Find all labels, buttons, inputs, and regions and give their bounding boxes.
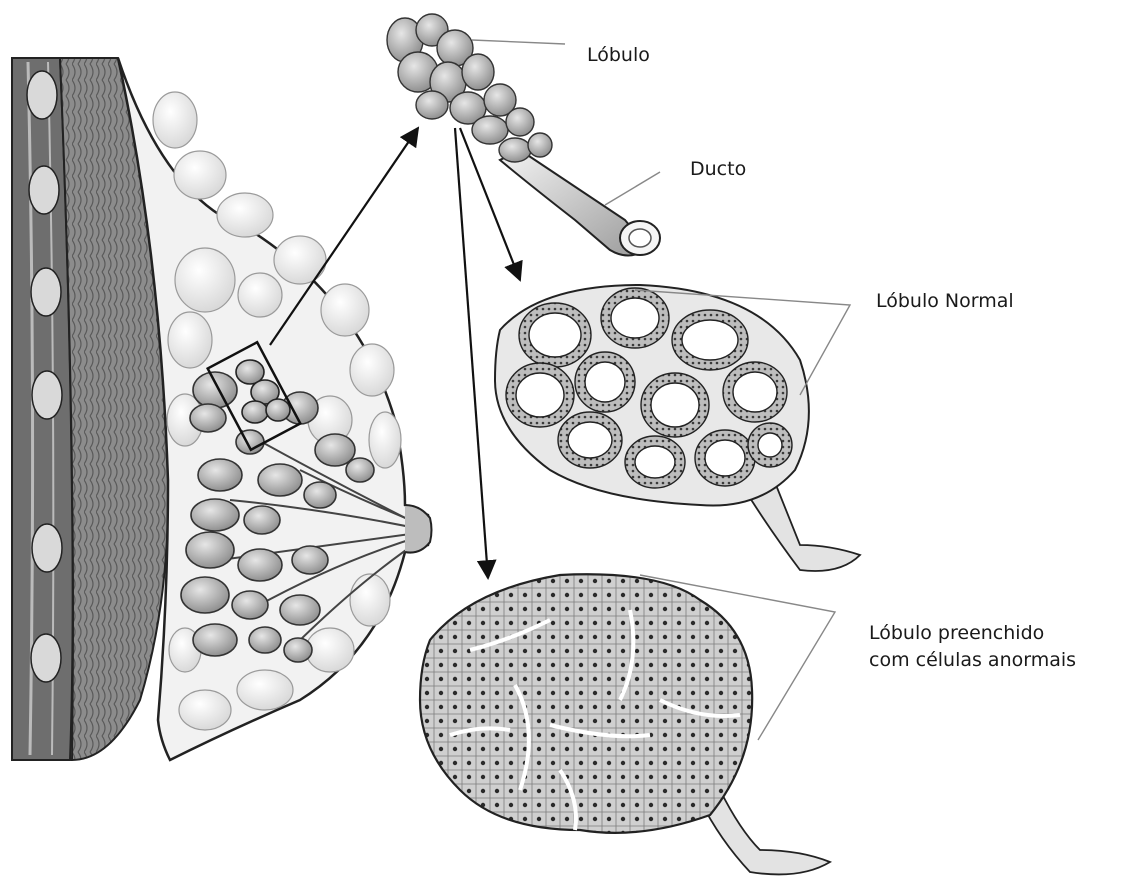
label-lobule: Lóbulo bbox=[587, 42, 650, 69]
label-duct: Ducto bbox=[690, 156, 746, 183]
label-abnormal-lobule-line2: com células anormais bbox=[869, 647, 1076, 674]
abnormal-lobule-section bbox=[420, 574, 830, 874]
normal-lobule-section bbox=[495, 285, 860, 571]
label-abnormal-lobule: Lóbulo preenchido com células anormais bbox=[869, 620, 1076, 674]
breast-cross-section bbox=[12, 58, 432, 760]
arrow-to-abnormal-lobule bbox=[455, 128, 488, 578]
label-abnormal-lobule-line1: Lóbulo preenchido bbox=[869, 620, 1076, 647]
label-normal-lobule: Lóbulo Normal bbox=[876, 288, 1014, 315]
